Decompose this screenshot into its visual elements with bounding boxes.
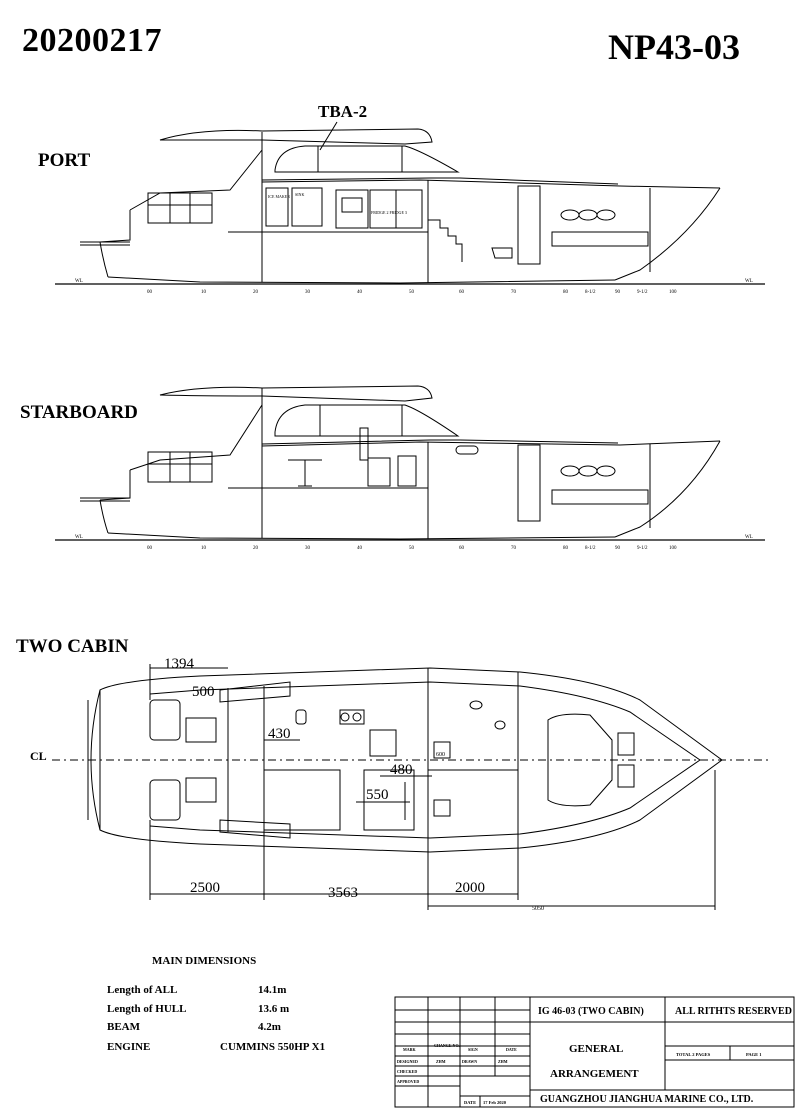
tb-date-label: DATE (464, 1100, 476, 1105)
starboard-station-label: 20 (253, 546, 259, 551)
tb-col-sign: SIGN (468, 1047, 478, 1052)
dim-480: 480 (390, 762, 413, 778)
port-station-label: 8-1/2 (585, 290, 596, 295)
port-tag-label: TBA-2 (318, 102, 367, 121)
tb-model: IG 46-03 (TWO CABIN) (538, 1006, 644, 1017)
starboard-station-label: 40 (357, 546, 363, 551)
port-station-label: 80 (563, 290, 569, 295)
tb-drawn-by: ZHM (498, 1059, 508, 1064)
port-station-label: 50 (409, 290, 415, 295)
tb-total-pages: TOTAL 2 PAGES (676, 1052, 711, 1057)
dim-500: 500 (192, 684, 215, 700)
tb-date-value: 17 Feb 2020 (483, 1100, 507, 1105)
port-profile-drawing: TBA-2 ICE MAKER SINK FRIDGE 2 FRIDGE 3 W… (55, 102, 765, 295)
tb-drawn: DRAWN (462, 1059, 477, 1064)
port-station-label: 30 (305, 290, 311, 295)
centerline-label: CL (30, 749, 47, 763)
main-dim-label: Length of HULL (107, 1003, 187, 1015)
drawing-date-code: 20200217 (22, 22, 162, 59)
dim-600: 600 (436, 752, 445, 758)
starboard-station-label: 00 (147, 546, 153, 551)
starboard-station-label: 70 (511, 546, 517, 551)
main-dim-label: Length of ALL (107, 984, 178, 996)
dim-2500: 2500 (190, 880, 220, 896)
tb-rights: ALL RITHTS RESERVED (675, 1006, 792, 1017)
starboard-view-title: STARBOARD (20, 402, 138, 423)
main-dim-value: 14.1m (258, 984, 287, 996)
dim-2000: 2000 (455, 880, 485, 896)
starboard-station-label: 90 (615, 546, 621, 551)
ice-maker-label: ICE MAKER (268, 194, 290, 199)
starboard-profile-drawing: WL WL 00 10 20 30 40 50 60 70 80 8-1/2 90 9-1/2 100 (55, 385, 765, 551)
starboard-station-label: 9-1/2 (637, 546, 648, 551)
port-station-label: 10 (201, 290, 207, 295)
title-block: IG 46-03 (TWO CABIN) ALL RITHTS RESERVED… (394, 996, 795, 1108)
port-wl-left: WL (75, 279, 83, 284)
tb-page: PAGE 1 (746, 1052, 762, 1057)
port-wl-right: WL (745, 279, 753, 284)
port-station-label: 40 (357, 290, 363, 295)
port-station-label: 20 (253, 290, 259, 295)
dim-3563: 3563 (328, 885, 358, 901)
tb-approved: APPROVED (397, 1079, 419, 1084)
main-dimensions-title: MAIN DIMENSIONS (152, 955, 257, 967)
starboard-wl-left: WL (75, 535, 83, 540)
port-station-label: 00 (147, 290, 153, 295)
starboard-station-label: 30 (305, 546, 311, 551)
sink-label: SINK (295, 192, 304, 197)
port-station-label: 60 (459, 290, 465, 295)
main-dim-label: BEAM (107, 1021, 140, 1033)
fridge-label: FRIDGE 2 FRIDGE 3 (371, 210, 407, 215)
port-station-label: 70 (511, 290, 517, 295)
starboard-wl-right: WL (745, 535, 753, 540)
tb-desc-line2: ARRANGEMENT (550, 1068, 639, 1080)
dim-1394: 1394 (164, 656, 195, 672)
starboard-station-label: 8-1/2 (585, 546, 596, 551)
main-dim-value: 13.6 m (258, 1003, 290, 1015)
starboard-station-label: 60 (459, 546, 465, 551)
starboard-station-label: 80 (563, 546, 569, 551)
plan-view-drawing: 1394 500 430 480 550 600 2500 3563 2000 … (30, 656, 770, 912)
main-dim-value: CUMMINS 550HP X1 (220, 1041, 326, 1053)
tb-col-mark: MARK (403, 1047, 417, 1052)
starboard-station-label: 50 (409, 546, 415, 551)
tb-designed: DESIGNED (397, 1059, 418, 1064)
starboard-station-label: 100 (669, 546, 677, 551)
dim-550: 550 (366, 787, 389, 803)
plan-view-title: TWO CABIN (16, 636, 129, 657)
tb-col-date: DATE (506, 1047, 517, 1052)
port-station-label: 90 (615, 290, 621, 295)
drawing-number: NP43-03 (608, 27, 740, 67)
tb-desc-line1: GENERAL (569, 1043, 623, 1055)
dim-5050: 5050 (532, 906, 544, 912)
port-station-label: 9-1/2 (637, 290, 648, 295)
main-dim-label: ENGINE (107, 1041, 151, 1053)
tb-checked: CHECKED (397, 1069, 417, 1074)
main-dim-value: 4.2m (258, 1021, 281, 1033)
tb-company: GUANGZHOU JIANGHUA MARINE CO., LTD. (540, 1094, 754, 1105)
tb-designer: ZHM (436, 1059, 446, 1064)
tb-col-change: CHANGE NO. (434, 1043, 460, 1048)
port-view-title: PORT (38, 150, 91, 171)
starboard-station-label: 10 (201, 546, 207, 551)
port-station-label: 100 (669, 290, 677, 295)
dim-430: 430 (268, 726, 291, 742)
